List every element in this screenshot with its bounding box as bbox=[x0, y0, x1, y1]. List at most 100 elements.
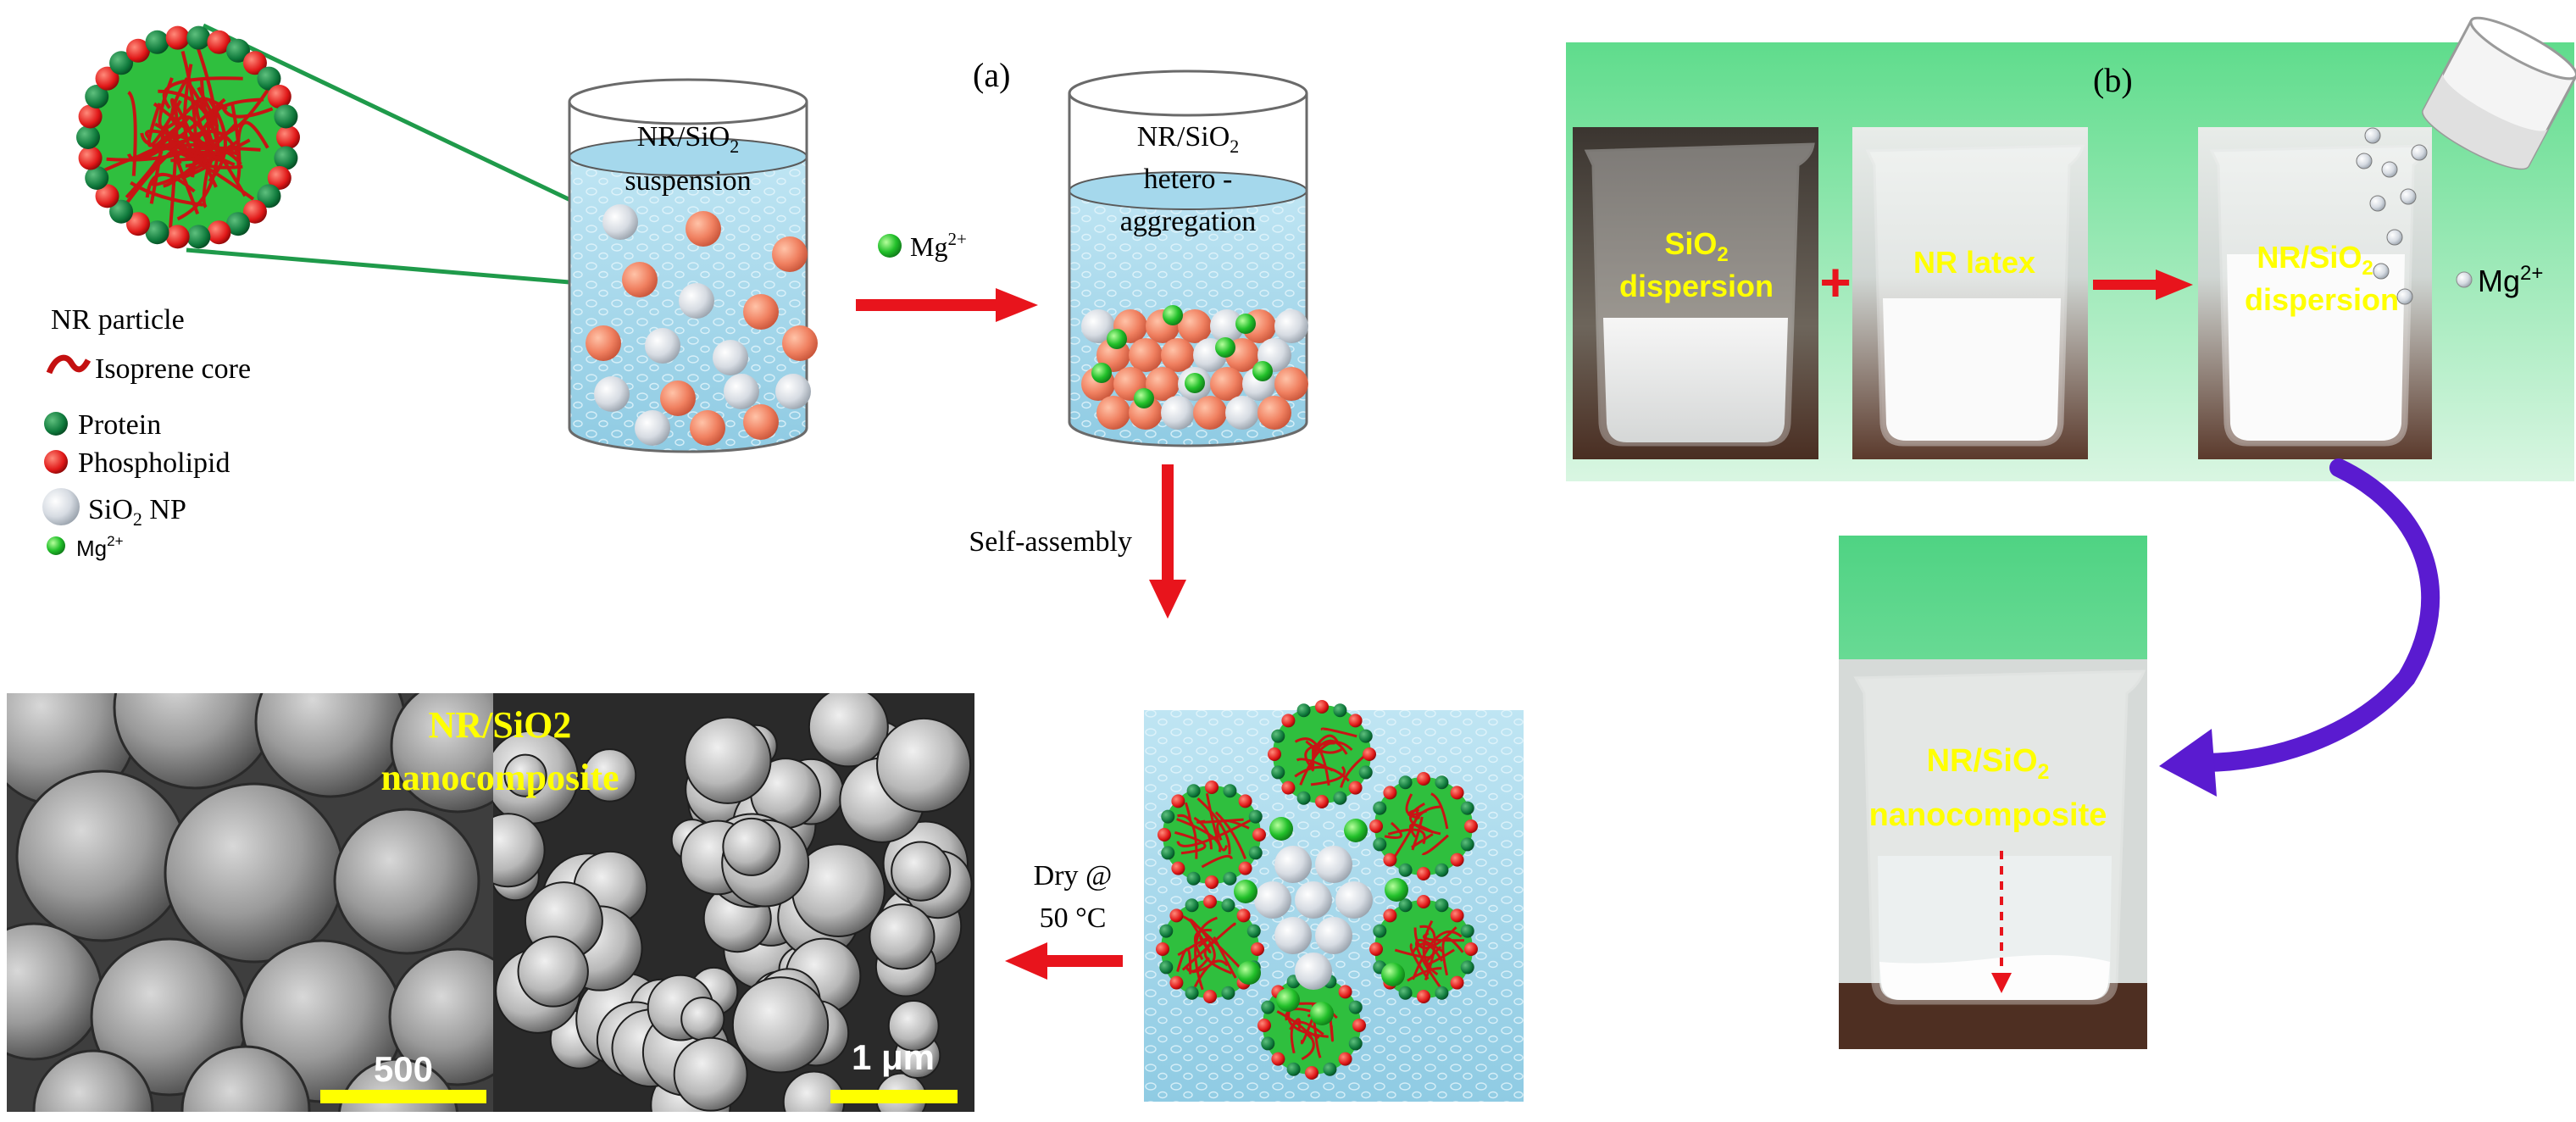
nr-particle bbox=[743, 294, 779, 330]
legend-title: NR particle bbox=[51, 304, 185, 336]
shell-bead bbox=[1251, 942, 1264, 956]
aggregated-particle bbox=[1274, 367, 1308, 401]
assembly-tile bbox=[1144, 700, 1524, 1102]
beaker-hetero-aggregation: NR/SiO2 hetero - aggregation bbox=[1068, 69, 1308, 447]
sem-sphere bbox=[887, 1000, 940, 1052]
shell-bead bbox=[1358, 729, 1373, 743]
sem-title-line2: nanocomposite bbox=[380, 757, 619, 798]
photo-nr-label: NR latex bbox=[1913, 245, 2035, 280]
nr-particle-illustration bbox=[76, 23, 641, 291]
isoprene-chain bbox=[1196, 797, 1231, 855]
shell-bead bbox=[165, 225, 190, 249]
shell-bead bbox=[78, 146, 103, 170]
isoprene-chain bbox=[1176, 819, 1252, 847]
shell-bead bbox=[1248, 809, 1263, 824]
mg-ion bbox=[1237, 961, 1261, 985]
isoprene-chain bbox=[1441, 936, 1464, 976]
shell-bead bbox=[95, 184, 119, 208]
isoprene-chain bbox=[1312, 734, 1341, 752]
sem-sphere bbox=[388, 947, 493, 1086]
shell-bead bbox=[1464, 942, 1478, 956]
beaker-aggregation-particles bbox=[1081, 305, 1308, 430]
shell-bead bbox=[274, 146, 298, 170]
shell-bead bbox=[226, 38, 250, 63]
shell-bead bbox=[1363, 747, 1376, 761]
photo-sio2-dispersion: SiO2 dispersion bbox=[1573, 127, 1818, 459]
mg-drop bbox=[2400, 188, 2417, 205]
nr-particle bbox=[586, 325, 621, 361]
isoprene-chain bbox=[1340, 753, 1367, 788]
isoprene-core-lines bbox=[103, 46, 274, 228]
isoprene-chain bbox=[1411, 942, 1444, 962]
beaker-aggregation-line1: NR/SiO2 bbox=[1137, 121, 1240, 157]
particle-shell bbox=[76, 25, 300, 249]
shell-bead bbox=[1223, 784, 1237, 798]
silica-particle bbox=[1315, 846, 1352, 883]
nr-particle bbox=[743, 404, 779, 440]
shell-bead bbox=[1333, 703, 1347, 718]
arrow-dry: Dry @ 50 °C bbox=[1005, 860, 1123, 980]
mg-ion bbox=[1107, 329, 1127, 349]
shell-bead bbox=[1161, 809, 1175, 824]
shell-bead bbox=[1169, 975, 1184, 990]
mg-ion bbox=[1381, 963, 1405, 986]
sem-sphere bbox=[493, 813, 546, 888]
shell-bead bbox=[1238, 861, 1252, 875]
isoprene-chain bbox=[145, 172, 196, 198]
mg-ion bbox=[1134, 388, 1154, 408]
isoprene-chain bbox=[158, 77, 199, 131]
mg-drop bbox=[2356, 153, 2373, 169]
aggregated-particle bbox=[1193, 396, 1227, 430]
shell-bead bbox=[1271, 1052, 1285, 1066]
scale-bar-left bbox=[320, 1090, 486, 1103]
isoprene-chain bbox=[103, 143, 242, 173]
photo-mix-line2: dispersion bbox=[2245, 282, 2399, 317]
shell-bead bbox=[1460, 801, 1474, 815]
shell-bead bbox=[257, 66, 281, 91]
aggregated-particle bbox=[1210, 309, 1244, 343]
sio2-np-icon bbox=[42, 488, 80, 525]
isoprene-chain bbox=[207, 98, 227, 183]
pouring-beaker bbox=[2422, 16, 2576, 170]
shell-bead bbox=[145, 30, 169, 54]
shell-bead bbox=[1348, 780, 1363, 795]
self-assembly-label: Self-assembly bbox=[969, 526, 1132, 558]
shell-bead bbox=[1186, 871, 1201, 886]
isoprene-chain bbox=[1310, 747, 1315, 772]
shell-bead bbox=[1460, 960, 1474, 975]
silica-particle bbox=[713, 340, 748, 375]
shell-bead bbox=[1435, 775, 1449, 790]
isoprene-chain bbox=[170, 157, 213, 181]
nr-particle bbox=[772, 236, 808, 272]
legend-phospholipid: Phospholipid bbox=[78, 447, 230, 479]
photo-result-line2: nanocomposite bbox=[1869, 797, 2107, 833]
shell-bead bbox=[1305, 1066, 1319, 1080]
shell-bead bbox=[1281, 714, 1296, 728]
silica-particle bbox=[1315, 917, 1352, 954]
sem-sphere bbox=[808, 693, 889, 768]
shell-bead bbox=[1373, 837, 1387, 852]
aggregated-particle bbox=[1161, 338, 1195, 372]
silica-particle bbox=[724, 374, 759, 409]
silica-particle bbox=[1295, 881, 1332, 919]
isoprene-chain bbox=[1305, 740, 1343, 754]
isoprene-chain bbox=[1413, 926, 1457, 950]
mg-label: Mg2+ bbox=[2478, 262, 2543, 298]
shell-bead bbox=[1352, 1019, 1366, 1032]
mg-pour-drops bbox=[2356, 127, 2428, 305]
sem-sphere bbox=[731, 976, 830, 1074]
beaker-suspension-particles bbox=[586, 204, 818, 446]
shell-bead bbox=[1417, 867, 1430, 880]
arrow-self-assembly: Self-assembly bbox=[969, 464, 1186, 619]
nr-particle bbox=[690, 410, 725, 446]
shell-bead bbox=[1383, 786, 1397, 800]
isoprene-chain bbox=[1412, 930, 1463, 980]
isoprene-chain bbox=[1185, 957, 1210, 973]
shell-bead bbox=[1221, 898, 1235, 913]
shell-bead bbox=[78, 104, 103, 129]
shell-bead bbox=[276, 125, 300, 149]
isoprene-chain bbox=[1414, 938, 1444, 991]
dry-label-line1: Dry @ bbox=[1034, 860, 1113, 891]
arrow-mix bbox=[2093, 269, 2193, 300]
beaker-suspension-line2: suspension bbox=[625, 165, 751, 197]
